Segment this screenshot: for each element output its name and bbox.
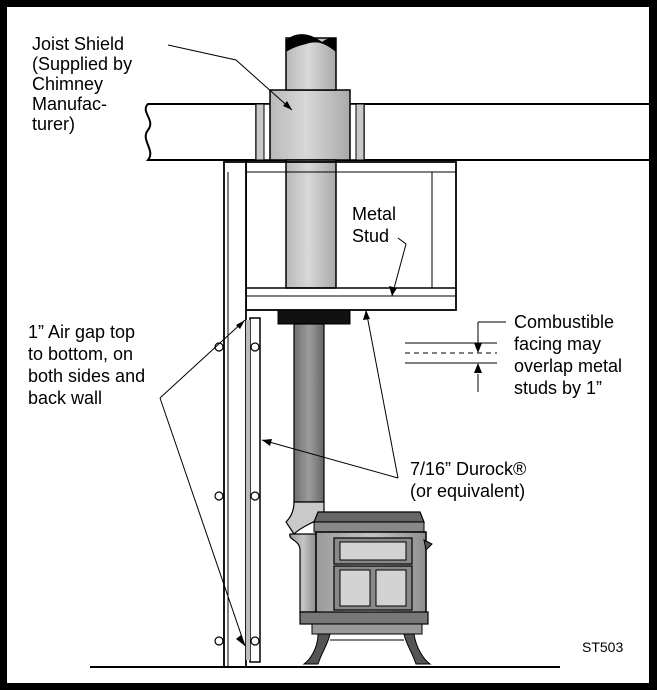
joist-shield <box>255 89 365 161</box>
joist-shield-label-line: (Supplied by <box>32 54 132 74</box>
joist-shield-label-line: Joist Shield <box>32 34 124 54</box>
stove-pipe <box>277 309 351 535</box>
air-gap-label-line: back wall <box>28 388 102 408</box>
air-gap-label: 1” Air gap top to bottom, on both sides … <box>28 322 150 408</box>
metal-stud-label-line: Stud <box>352 226 389 246</box>
joist-shield-label-line: turer) <box>32 114 75 134</box>
metal-stud-label: Metal Stud <box>352 204 401 246</box>
ceiling-joist <box>144 103 651 161</box>
combustible-facing-label: Combustible facing may overlap metal stu… <box>514 312 627 398</box>
leader-lines <box>159 44 407 647</box>
back-wall <box>223 161 247 668</box>
air-gap-label-line: both sides and <box>28 366 145 386</box>
durock-panel <box>214 317 261 663</box>
combustible-facing-label-line: studs by 1” <box>514 378 602 398</box>
combustible-facing-label-line: overlap metal <box>514 356 622 376</box>
wood-stove <box>289 511 433 665</box>
durock-label-line: 7/16” Durock® <box>410 459 526 479</box>
combustible-facing-detail <box>405 321 506 392</box>
durock-label: 7/16” Durock® (or equivalent) <box>410 459 531 501</box>
metal-stud-label-line: Metal <box>352 204 396 224</box>
joist-shield-label-line: Chimney <box>32 74 103 94</box>
combustible-facing-label-line: Combustible <box>514 312 614 332</box>
metal-stud-enclosure <box>245 161 457 311</box>
combustible-facing-label-line: facing may <box>514 334 601 354</box>
joist-shield-label: Joist Shield (Supplied by Chimney Manufa… <box>32 34 137 134</box>
standoff-spacers <box>214 342 260 646</box>
figure-code: ST503 <box>582 639 623 655</box>
joist-shield-label-line: Manufac- <box>32 94 107 114</box>
leader-arrowheads <box>236 101 397 646</box>
air-gap-label-line: 1” Air gap top <box>28 322 135 342</box>
durock-label-line: (or equivalent) <box>410 481 525 501</box>
air-gap-label-line: to bottom, on <box>28 344 133 364</box>
chimney-pipe <box>285 34 337 289</box>
